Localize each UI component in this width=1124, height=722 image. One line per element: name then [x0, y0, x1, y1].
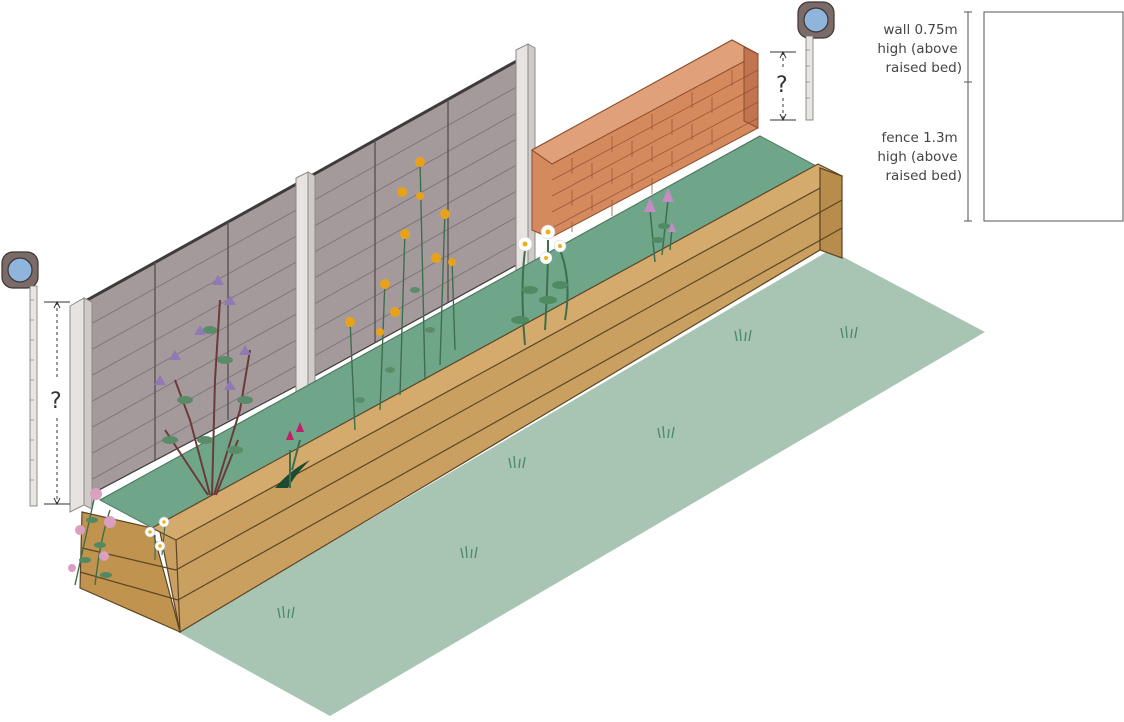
wall-height-unknown: ?: [776, 73, 788, 98]
grass-tuft-icon: [508, 455, 526, 469]
grass-tuft-icon: [460, 545, 478, 559]
grass-tuft-icon: [734, 328, 752, 342]
flower-icon: [644, 188, 676, 263]
brick-wall: [531, 39, 760, 239]
wall-dimension-label: wall 0.75m high (above raised bed): [877, 22, 962, 76]
fence-post: [69, 297, 93, 513]
fence-dimension-label: fence 1.3m high (above raised bed): [877, 130, 962, 184]
fence-height-unknown: ?: [50, 389, 62, 414]
tape-measure-icon: [1, 251, 39, 507]
answer-box: [983, 11, 1124, 222]
flower-icon: [511, 224, 569, 346]
flower-icon: [144, 516, 170, 560]
plants: [68, 157, 676, 586]
flower-icon: [154, 275, 253, 496]
tape-measure-icon: [797, 1, 835, 121]
flower-icon: [68, 488, 116, 586]
grass-tufts: [277, 325, 858, 619]
fence-post: [295, 171, 316, 395]
lawn: [178, 250, 985, 716]
tape-measure-wall: ?: [770, 1, 835, 122]
flower-icon: [275, 422, 310, 488]
raised-bed: [79, 135, 844, 634]
dimension-legend: wall 0.75m high (above raised bed) fence…: [877, 11, 1124, 222]
grass-tuft-icon: [277, 605, 295, 619]
fence: [69, 43, 536, 513]
flower-icon: [345, 157, 456, 431]
tape-measure-fence: ?: [1, 251, 70, 507]
grass-tuft-icon: [840, 325, 858, 339]
grass-tuft-icon: [657, 425, 675, 439]
